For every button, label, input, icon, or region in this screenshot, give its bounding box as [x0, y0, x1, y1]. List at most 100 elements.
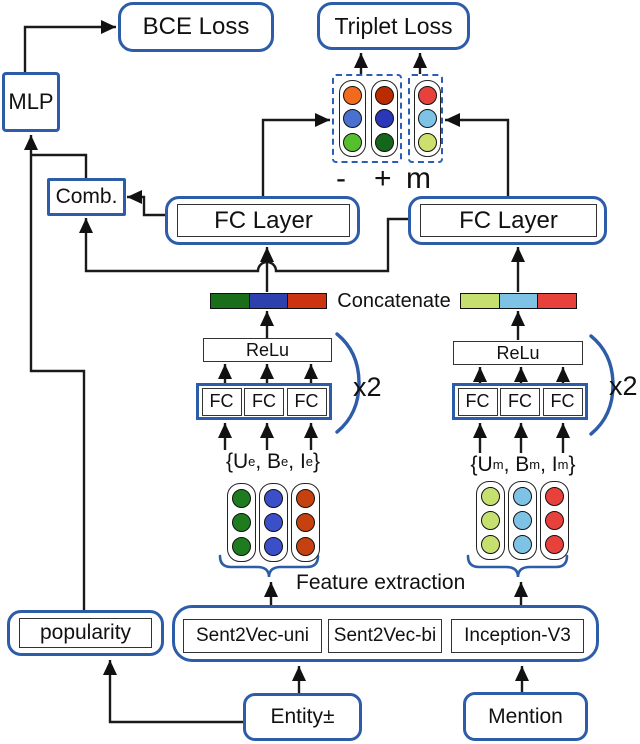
feature-extraction-label: Feature extraction	[296, 571, 466, 594]
margin-embedding-box	[408, 74, 443, 163]
comb-label: Comb.	[55, 185, 118, 208]
feature-dot	[375, 132, 394, 152]
comb-box: Comb.	[47, 178, 126, 216]
fc-small-label: FC	[465, 391, 490, 411]
mention-box: Mention	[463, 692, 588, 741]
arrow-fclayer-left-to-embeds	[261, 113, 330, 196]
inception-v3-label: Inception-V3	[464, 625, 571, 646]
sent2vec-uni-box: Sent2Vec-uni	[183, 619, 322, 653]
feature-dot	[296, 513, 315, 532]
mention-feature-pills	[476, 481, 569, 560]
x2-left-label: x2	[353, 372, 382, 402]
fc-layer-right-inner: FC Layer	[420, 204, 597, 237]
relu-right-box: ReLu	[453, 341, 583, 365]
mention-embedding-pill	[414, 80, 441, 157]
negative-embedding-pill	[339, 80, 366, 157]
feature-dot	[481, 535, 500, 554]
feature-dot	[545, 535, 564, 554]
triplet-loss-label: Triplet Loss	[334, 12, 453, 39]
feature-dot	[232, 537, 251, 556]
mention-body-pill	[508, 481, 537, 560]
bce-loss-label: BCE Loss	[142, 13, 250, 40]
fc-layer-right-box: FC Layer	[408, 196, 607, 245]
concatenate-label: Concatenate	[337, 289, 451, 312]
fc-small-label: FC	[550, 391, 575, 411]
feature-dot	[264, 537, 283, 556]
mention-label: Mention	[488, 704, 563, 728]
arrow-entity-to-popularity	[103, 660, 243, 724]
feature-dot	[232, 489, 251, 508]
relu-right-label: ReLu	[496, 342, 540, 363]
fc-small-label: FC	[252, 391, 276, 411]
arrow-fclayer-right-to-embeds	[445, 113, 510, 196]
feature-dot	[481, 487, 500, 506]
entity-feature-pills	[227, 483, 320, 562]
minus-label: -	[336, 162, 346, 195]
feature-dot	[418, 85, 437, 105]
feature-dot	[513, 487, 532, 506]
popularity-inner: popularity	[19, 618, 152, 648]
fc-layer-left-box: FC Layer	[165, 196, 360, 245]
fc-small-box: FC	[201, 387, 242, 416]
mention-image-pill	[540, 481, 569, 560]
mlp-label: MLP	[8, 89, 54, 114]
bce-loss-box: BCE Loss	[118, 2, 274, 52]
feature-dot	[264, 489, 283, 508]
feature-dot	[545, 487, 564, 506]
fc-row-right: FC FC FC	[452, 383, 588, 420]
entity-user-pill	[227, 483, 256, 562]
arrow-mlp-to-bce	[23, 20, 116, 72]
feature-extractors-box: Sent2Vec-uni Sent2Vec-bi Inception-V3	[172, 605, 599, 662]
plus-label: +	[374, 162, 392, 195]
feature-dot	[513, 535, 532, 554]
concat-segment	[248, 294, 288, 308]
fc-small-label: FC	[209, 391, 234, 411]
feature-dot	[296, 489, 315, 508]
entity-body-pill	[259, 483, 288, 562]
relu-left-box: ReLu	[203, 338, 332, 362]
fc-small-box: FC	[286, 387, 327, 416]
feature-dot	[375, 85, 394, 105]
entity-box: Entity±	[243, 693, 362, 741]
concat-segment	[498, 294, 538, 308]
concat-segment	[211, 294, 249, 308]
fc-small-box: FC	[457, 387, 498, 416]
mlp-box: MLP	[2, 72, 60, 132]
feature-dot	[296, 537, 315, 556]
sent2vec-uni-label: Sent2Vec-uni	[195, 625, 310, 646]
arrow-fclayer-left-to-comb	[127, 190, 165, 217]
sent2vec-bi-box: Sent2Vec-bi	[328, 619, 442, 653]
popularity-label: popularity	[39, 621, 132, 644]
fc-small-box: FC	[500, 387, 540, 416]
relu-left-label: ReLu	[245, 339, 290, 360]
positive-embedding-pill	[371, 80, 398, 157]
inception-v3-box: Inception-V3	[451, 619, 584, 653]
fc-small-box: FC	[244, 387, 284, 416]
x2-right-label: x2	[609, 371, 638, 401]
entity-image-pill	[291, 483, 320, 562]
fc-small-label: FC	[508, 391, 532, 411]
triplet-loss-box: Triplet Loss	[317, 2, 470, 50]
popularity-box: popularity	[7, 610, 164, 656]
feature-dot	[343, 132, 362, 152]
feature-dot	[513, 511, 532, 530]
fc-layer-left-inner: FC Layer	[177, 204, 350, 237]
feature-dot	[375, 109, 394, 128]
concat-segment	[287, 294, 327, 308]
feature-dot	[343, 109, 362, 128]
fc-small-label: FC	[294, 391, 319, 411]
fc-row-left: FC FC FC	[196, 383, 332, 420]
feature-dot	[545, 511, 564, 530]
margin-operators: - + m	[330, 162, 450, 196]
anchor-positive-embeddings-box	[332, 74, 402, 163]
entity-label: Entity±	[270, 705, 335, 728]
line-comb-to-mlp	[31, 153, 88, 178]
feature-dot	[418, 132, 437, 152]
concat-bar-mention	[460, 293, 577, 309]
feature-dot	[343, 85, 362, 105]
sent2vec-bi-label: Sent2Vec-bi	[333, 625, 437, 646]
mention-user-pill	[476, 481, 505, 560]
